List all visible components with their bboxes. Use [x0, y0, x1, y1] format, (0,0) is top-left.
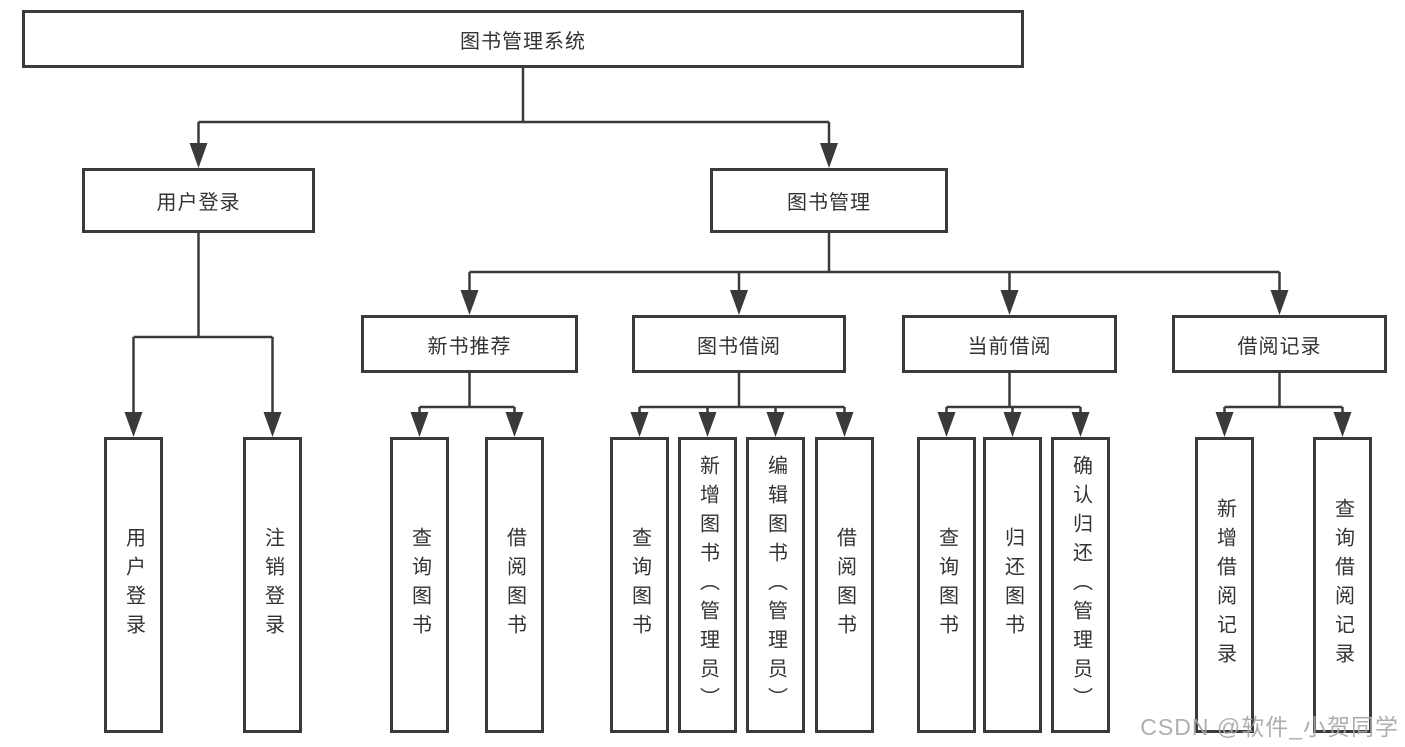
node-book-borrow: 图书借阅: [632, 315, 846, 373]
arrow-down-icon: [1000, 290, 1019, 315]
leaf-borrow-edit-books-admin-label: 编辑图书（管理员）: [764, 454, 787, 716]
arrow-down-icon: [730, 290, 748, 315]
connector-root-to-level2: [197, 68, 831, 148]
connector-login-to-leaves: [132, 233, 274, 417]
arrow-down-icon: [835, 412, 854, 437]
leaf-borrow-add-books-admin: 新增图书（管理员）: [678, 437, 737, 733]
arrow-down-icon: [1270, 290, 1289, 315]
leaf-user-login: 用户登录: [104, 437, 163, 733]
node-book-management-label: 图书管理: [787, 192, 871, 214]
arrowheads: [124, 143, 1352, 437]
leaf-records-query-record-label: 查询借阅记录: [1331, 498, 1354, 672]
leaf-logout: 注销登录: [243, 437, 302, 733]
node-user-login-label: 用户登录: [156, 192, 241, 214]
arrow-down-icon: [1333, 412, 1352, 437]
leaf-user-login-label: 用户登录: [122, 527, 145, 643]
arrow-down-icon: [1071, 412, 1090, 437]
connector-mgmt-to-level3: [468, 233, 1281, 295]
leaf-current-confirm-return-admin-label: 确认归还（管理员）: [1069, 454, 1092, 716]
leaf-recommend-borrow-books: 借阅图书: [485, 437, 544, 733]
arrow-down-icon: [124, 412, 143, 437]
leaf-borrow-edit-books-admin: 编辑图书（管理员）: [746, 437, 805, 733]
node-book-borrow-label: 图书借阅: [697, 335, 781, 358]
leaf-current-confirm-return-admin: 确认归还（管理员）: [1051, 437, 1110, 733]
arrow-down-icon: [1003, 412, 1022, 437]
node-borrow-records-label: 借阅记录: [1237, 335, 1322, 358]
arrow-down-icon: [505, 412, 524, 437]
arrow-down-icon: [263, 412, 282, 437]
node-book-management: 图书管理: [710, 168, 948, 233]
leaf-current-query-books-label: 查询图书: [935, 527, 958, 643]
node-root: 图书管理系统: [22, 10, 1024, 68]
arrow-down-icon: [766, 412, 785, 437]
leaf-current-return-books-label: 归还图书: [1001, 527, 1024, 643]
arrow-down-icon: [820, 143, 838, 168]
connector-current-to-leaves: [945, 373, 1082, 417]
leaf-records-query-record: 查询借阅记录: [1313, 437, 1372, 733]
node-new-book-recommend: 新书推荐: [361, 315, 578, 373]
leaf-borrow-borrow-books-label: 借阅图书: [833, 527, 856, 643]
arrow-down-icon: [937, 412, 956, 437]
leaf-current-query-books: 查询图书: [917, 437, 976, 733]
leaf-borrow-borrow-books: 借阅图书: [815, 437, 874, 733]
leaf-recommend-query-books: 查询图书: [390, 437, 449, 733]
arrow-down-icon: [698, 412, 717, 437]
leaf-recommend-borrow-books-label: 借阅图书: [503, 527, 526, 643]
connector-records-to-leaves: [1223, 373, 1344, 417]
leaf-borrow-query-books-label: 查询图书: [628, 527, 651, 643]
node-root-label: 图书管理系统: [460, 30, 586, 53]
node-current-borrow: 当前借阅: [902, 315, 1117, 373]
leaf-current-return-books: 归还图书: [983, 437, 1042, 733]
leaf-logout-label: 注销登录: [261, 527, 284, 643]
arrow-down-icon: [410, 412, 429, 437]
arrow-down-icon: [460, 290, 479, 315]
leaf-records-add-record-label: 新增借阅记录: [1213, 498, 1236, 672]
csdn-watermark: CSDN @软件_小贺同学: [1140, 714, 1399, 740]
connector-borrow-to-leaves: [638, 373, 846, 417]
leaf-records-add-record: 新增借阅记录: [1195, 437, 1254, 733]
node-user-login: 用户登录: [82, 168, 315, 233]
connector-recommend-to-leaves: [418, 373, 516, 417]
leaf-recommend-query-books-label: 查询图书: [408, 527, 431, 643]
node-new-book-recommend-label: 新书推荐: [427, 335, 512, 358]
leaf-borrow-add-books-admin-label: 新增图书（管理员）: [696, 454, 719, 716]
node-current-borrow-label: 当前借阅: [967, 335, 1052, 358]
node-borrow-records: 借阅记录: [1172, 315, 1387, 373]
leaf-borrow-query-books: 查询图书: [610, 437, 669, 733]
arrow-down-icon: [189, 143, 208, 168]
arrow-down-icon: [1215, 412, 1234, 437]
arrow-down-icon: [630, 412, 649, 437]
